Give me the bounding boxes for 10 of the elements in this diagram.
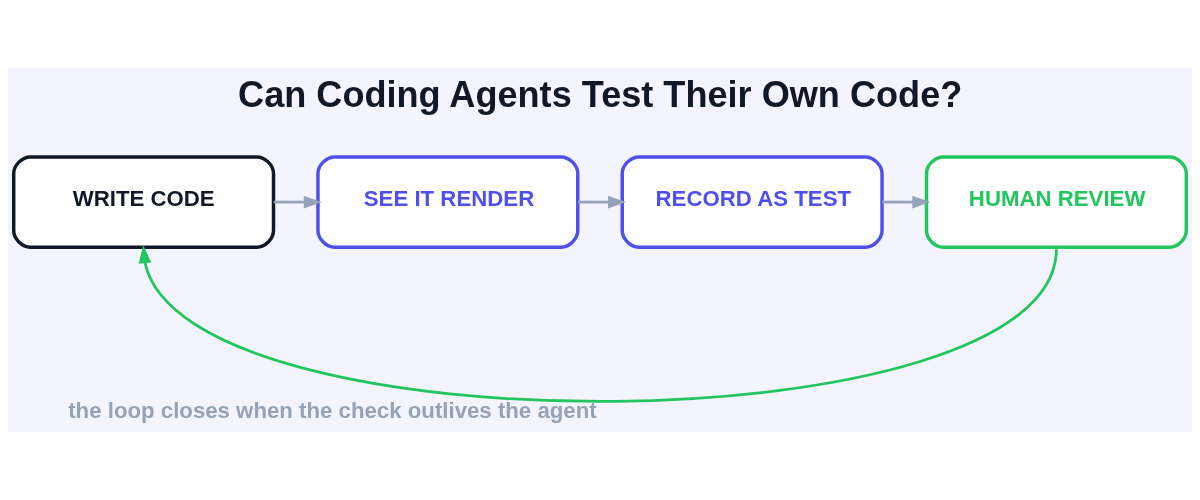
arrow [578, 195, 627, 209]
edge-label: the loop closes when the check outlives the agent [68, 397, 597, 423]
node-box: SEE IT RENDER [316, 155, 580, 249]
arrow [138, 245, 1058, 403]
arrow [273, 195, 322, 209]
node-box: HUMAN REVIEW [924, 155, 1189, 249]
node-box: WRITE CODE [11, 155, 276, 249]
diagram-title: Can Coding Agents Test Their Own Code? [238, 73, 963, 115]
arrow [882, 195, 931, 209]
node-box: RECORD AS TEST [620, 155, 884, 249]
